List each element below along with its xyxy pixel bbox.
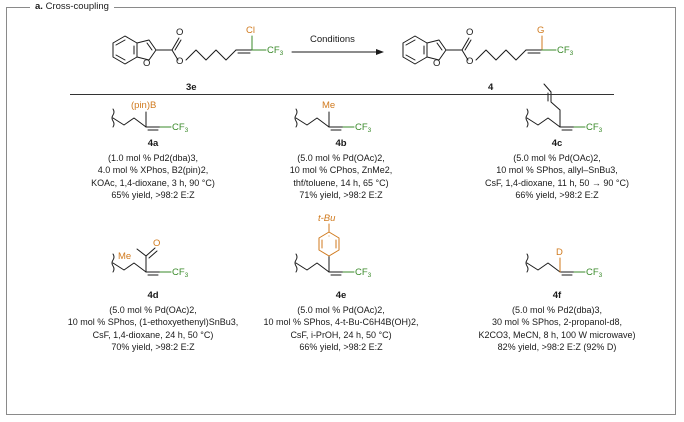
entry-4d: 4d (5.0 mol % Pd(OAc)2, 10 mol % SPhos, …	[48, 290, 258, 354]
condition-line: (5.0 mol % Pd2(dba)3,	[511, 304, 603, 315]
compound-id: 4e	[335, 290, 347, 301]
panel-label: a.	[35, 1, 43, 12]
condition-line: 10 mol % SPhos, 4-t-Bu-C6H4B(OH)2,	[263, 317, 419, 328]
panel-title: a. Cross-coupling	[30, 1, 114, 12]
yield-line: 66% yield, >98:2 E:Z	[299, 342, 383, 353]
group-label-4b: Me	[322, 100, 335, 111]
arrow-label: Conditions	[310, 34, 355, 45]
yield-line: 65% yield, >98:2 E:Z	[111, 190, 195, 201]
entry-4f: 4f (5.0 mol % Pd2(dba)3, 30 mol % SPhos,…	[452, 290, 662, 354]
atom-o-ketone-4d: O	[153, 238, 160, 249]
condition-line: K2CO3, MeCN, 8 h, 100 W microwave)	[478, 329, 636, 340]
atom-o-carbonyl: O	[176, 27, 183, 38]
atom-o-ester-product: O	[466, 56, 473, 67]
entry-4e: 4e (5.0 mol % Pd(OAc)2, 10 mol % SPhos, …	[236, 290, 446, 354]
yield-line: 70% yield, >98:2 E:Z	[111, 342, 195, 353]
cf3-label-4f: CF3	[586, 267, 603, 279]
yield-line: 82% yield, >98:2 E:Z (92% D)	[497, 342, 617, 353]
entry-4a: 4a (1.0 mol % Pd2(dba)3, 4.0 mol % XPhos…	[48, 138, 258, 202]
condition-line: CsF, 1,4-dioxane, 24 h, 50 °C)	[92, 329, 214, 340]
group-label-4a: (pin)B	[131, 100, 156, 111]
cf3-label-4a: CF3	[172, 122, 189, 134]
condition-line: 10 mol % CPhos, ZnMe2,	[289, 165, 393, 176]
start-compound-id: 3e	[186, 82, 197, 93]
atom-o-furan-product: O	[433, 58, 440, 69]
start-substituent: Cl	[246, 25, 255, 36]
product-compound-id: 4	[488, 82, 494, 93]
condition-line: 30 mol % SPhos, 2-propanol-d8,	[491, 317, 623, 328]
group-label-4e: t-Bu	[318, 213, 336, 224]
compound-id: 4c	[551, 138, 563, 149]
compound-id: 4d	[147, 290, 159, 301]
atom-o-furan: O	[143, 58, 150, 69]
condition-line: 4.0 mol % XPhos, B2(pin)2,	[97, 165, 209, 176]
structure-4a	[111, 108, 172, 131]
structure-4f	[525, 253, 586, 276]
condition-line: (5.0 mol % Pd(OAc)2,	[109, 304, 197, 315]
condition-line: (5.0 mol % Pd(OAc)2,	[297, 304, 385, 315]
panel-title-text: Cross-coupling	[45, 1, 109, 12]
separator-rule	[70, 94, 614, 95]
compound-id: 4f	[552, 290, 562, 301]
product-substituent: G	[537, 25, 544, 36]
scheme-frame	[6, 7, 676, 415]
yield-line: 66% yield, >98:2 E:Z	[515, 190, 599, 201]
entry-4b: 4b (5.0 mol % Pd(OAc)2, 10 mol % CPhos, …	[236, 138, 446, 202]
structure-4e	[294, 223, 355, 276]
product-structure	[402, 35, 557, 65]
cf3-label-4e: CF3	[355, 267, 372, 279]
condition-line: CsF, 1,4-dioxane, 11 h, 50 → 90 °C)	[484, 177, 629, 188]
condition-line: 10 mol % SPhos, (1-ethoxyethenyl)SnBu3,	[67, 317, 239, 328]
condition-line: CsF, i-PrOH, 24 h, 50 °C)	[290, 329, 392, 340]
atom-o-carbonyl-product: O	[466, 27, 473, 38]
cf3-label-4d: CF3	[172, 267, 189, 279]
compound-id: 4b	[335, 138, 347, 149]
start-cf3: CF3	[267, 45, 284, 57]
structure-4b	[294, 108, 355, 131]
structure-4c	[525, 83, 586, 131]
cf3-label-4c: CF3	[586, 122, 603, 134]
entry-4c: 4c (5.0 mol % Pd(OAc)2, 10 mol % SPhos, …	[452, 138, 662, 202]
start-material-structure	[112, 35, 267, 65]
condition-line: KOAc, 1,4-dioxane, 3 h, 90 °C)	[91, 177, 215, 188]
condition-line: (5.0 mol % Pd(OAc)2,	[297, 152, 385, 163]
yield-line: 71% yield, >98:2 E:Z	[299, 190, 383, 201]
cf3-label-4b: CF3	[355, 122, 372, 134]
condition-line: thf/toluene, 14 h, 65 °C)	[293, 177, 389, 188]
atom-o-ester: O	[176, 56, 183, 67]
group-label-4d: Me	[118, 251, 131, 262]
condition-line: (5.0 mol % Pd(OAc)2,	[513, 152, 601, 163]
condition-line: 10 mol % SPhos, allyl–SnBu3,	[496, 165, 618, 176]
product-cf3: CF3	[557, 45, 574, 57]
compound-id: 4a	[147, 138, 159, 149]
structure-4d	[111, 247, 172, 276]
group-label-4f: D	[556, 247, 563, 258]
condition-line: (1.0 mol % Pd2(dba)3,	[107, 152, 199, 163]
